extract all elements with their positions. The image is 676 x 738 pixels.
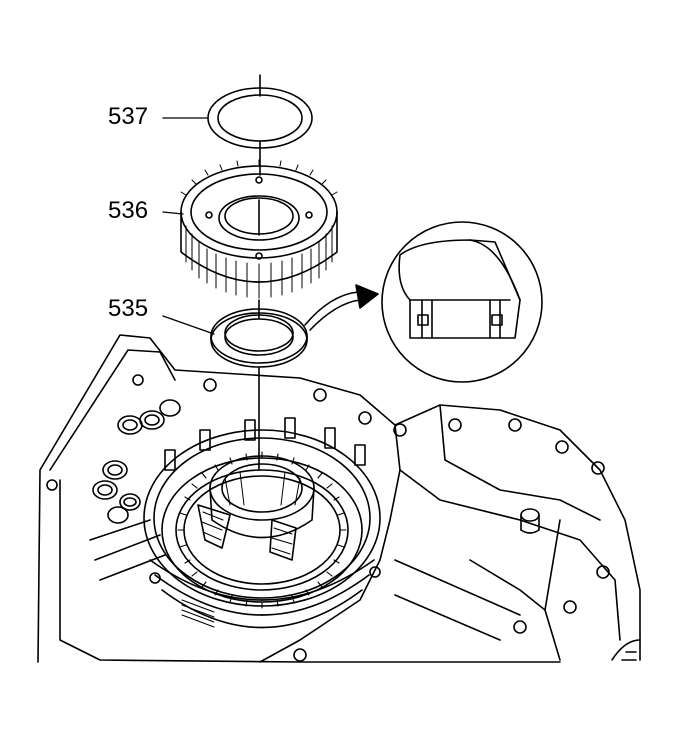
callout-label-536: 536	[108, 197, 149, 224]
ring-gear-assembly	[143, 417, 381, 629]
callout-label-535: 535	[108, 295, 149, 322]
case-bores	[89, 399, 181, 581]
assembly-axis-line	[258, 74, 261, 471]
leader-536	[162, 211, 184, 215]
thrust-washer-537	[207, 87, 313, 149]
callout-label-537: 537	[108, 103, 149, 130]
detail-arrow	[304, 284, 379, 331]
gear-536	[180, 159, 338, 299]
leader-lines	[162, 117, 215, 335]
detail-inset	[381, 221, 543, 383]
leader-535	[162, 315, 215, 335]
transmission-case	[37, 334, 641, 663]
